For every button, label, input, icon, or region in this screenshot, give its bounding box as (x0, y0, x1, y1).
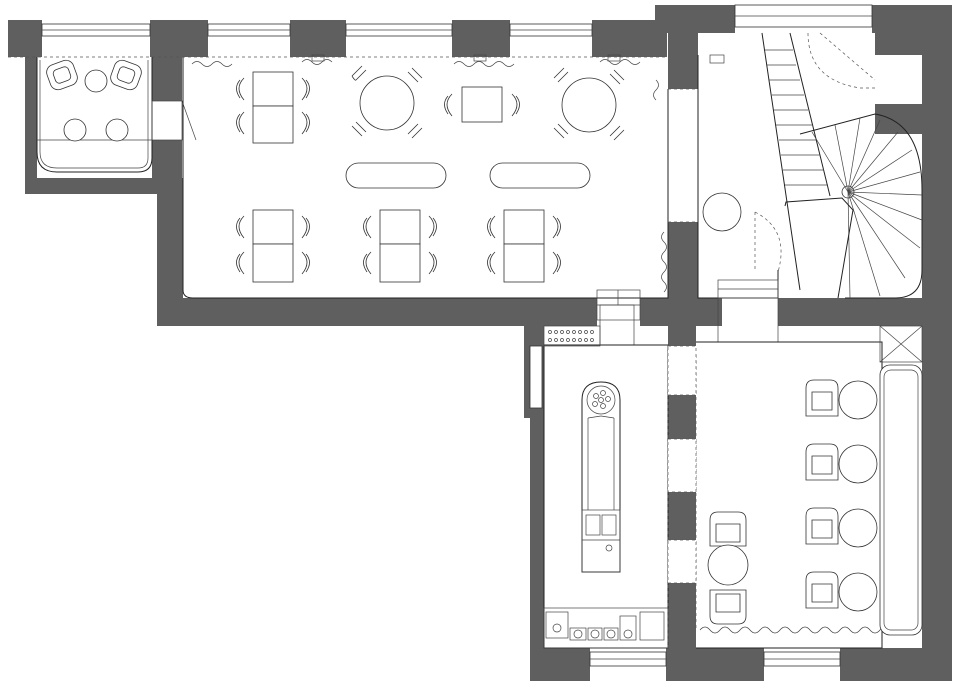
lounge-seat (805, 507, 878, 548)
walls (8, 5, 952, 681)
table-group (236, 71, 310, 144)
stair-hall (697, 32, 923, 299)
openings (667, 345, 697, 584)
bar-lounge (695, 325, 923, 649)
round-table-group (351, 65, 423, 139)
bay-stool (63, 118, 87, 142)
round-table-group (553, 67, 625, 141)
lounge-table (707, 544, 749, 586)
lounge-seat (709, 511, 747, 547)
curtain (191, 61, 233, 67)
round-side-table (702, 192, 742, 232)
kitchen-bottom-counter (543, 607, 669, 649)
lounge-seat (805, 443, 878, 484)
curtain (699, 626, 901, 634)
table-group (487, 209, 561, 283)
dining-room (182, 54, 698, 299)
curtain (453, 61, 515, 67)
lounge-seat (709, 589, 747, 625)
table-group (444, 86, 520, 123)
lounge-seat (805, 379, 878, 420)
bay-armchair (46, 59, 78, 91)
curtain (301, 59, 333, 65)
curtain (653, 79, 659, 101)
spiral-stair (784, 113, 923, 299)
kitchen (543, 325, 669, 649)
bay-room (36, 57, 197, 173)
bay-stool (105, 118, 129, 142)
oval-table (345, 162, 447, 189)
oval-table (489, 162, 591, 189)
bay-side-table (84, 69, 108, 93)
kitchen-island (581, 381, 621, 573)
curtain (599, 59, 641, 65)
stair-flight (761, 32, 831, 291)
windows (41, 4, 873, 667)
table-group (363, 209, 437, 283)
lounge-seat (805, 571, 878, 612)
curtain (661, 231, 667, 293)
table-group (236, 209, 310, 283)
bay-armchair (110, 59, 142, 91)
banquette (879, 364, 923, 636)
